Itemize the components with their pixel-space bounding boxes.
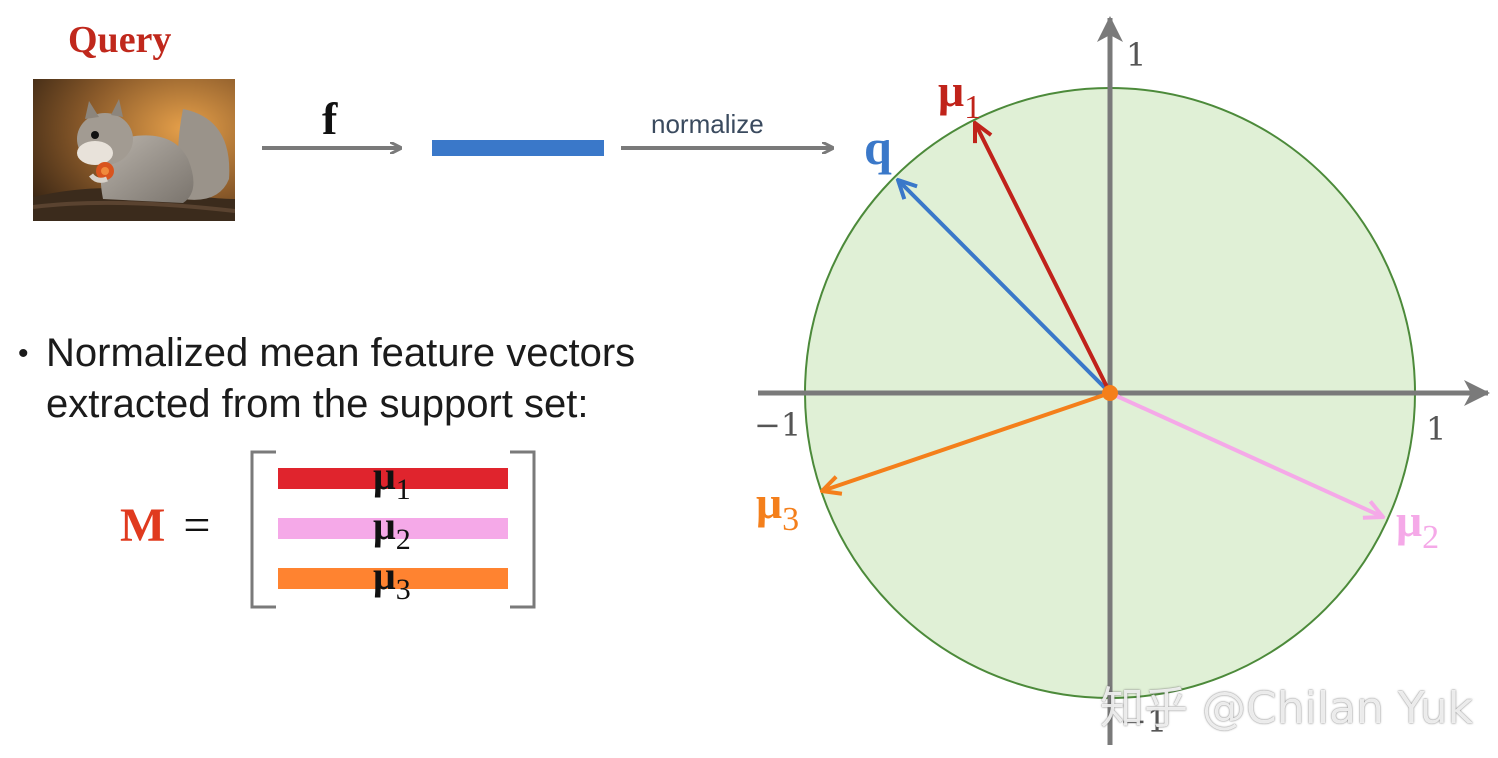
query-squirrel-image — [33, 79, 235, 221]
label-mu1: μ1 — [938, 65, 982, 126]
watermark: 知乎 @Chilan Yuk — [1100, 683, 1474, 734]
vector-mu2 — [1109, 391, 1383, 517]
normalize-label: normalize — [651, 109, 764, 139]
bullet-line-2: extracted from the support set: — [46, 382, 589, 426]
vector-mu3 — [822, 391, 1111, 491]
origin-point — [1102, 385, 1118, 401]
query-feature-bar — [432, 140, 604, 156]
matrix-label-mu3: μ3 — [373, 553, 411, 606]
matrix-row-mu2 — [278, 518, 508, 539]
f-label: f — [322, 93, 338, 144]
matrix-label-mu2: μ2 — [373, 503, 411, 556]
matrix-name: M — [120, 499, 166, 552]
tick-x-min: −1 — [754, 406, 802, 444]
vector-mu1 — [975, 123, 1112, 394]
vector-q — [898, 180, 1112, 395]
label-mu3: μ3 — [756, 477, 800, 538]
tick-y-min: −1 — [1120, 702, 1168, 740]
label-mu2: μ2 — [1396, 495, 1440, 556]
label-q: q — [864, 119, 892, 175]
matrix-label-mu1: μ1 — [373, 453, 411, 506]
equals-sign: = — [183, 499, 211, 552]
bullet-dot-icon: • — [18, 337, 29, 370]
query-title: Query — [68, 19, 172, 61]
bullet-point: • Normalized mean feature vectors extracte… — [18, 328, 635, 430]
matrix-row-mu3 — [278, 568, 508, 589]
matrix-equation: M= — [120, 498, 210, 553]
tick-y-max: 1 — [1126, 36, 1147, 74]
bullet-line-1: Normalized mean feature vectors — [46, 331, 636, 375]
matrix-row-mu1 — [278, 468, 508, 489]
tick-x-max: 1 — [1426, 410, 1447, 448]
